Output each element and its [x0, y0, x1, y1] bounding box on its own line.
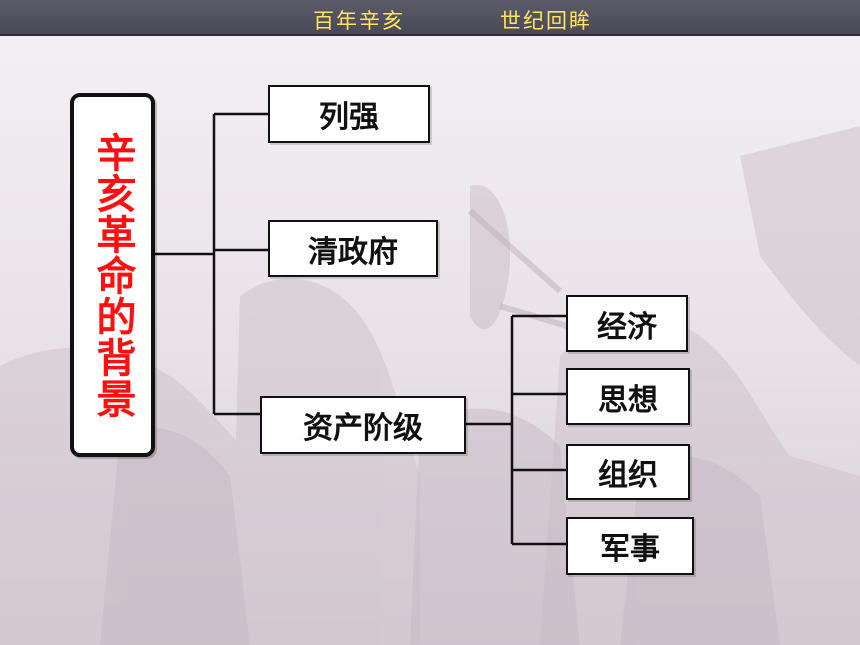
node-junshi: 军事 [566, 517, 694, 575]
node-zichanjieji-label: 资产阶级 [303, 411, 423, 446]
node-jingji: 经济 [566, 295, 688, 352]
node-qingzhengfu: 清政府 [268, 220, 438, 277]
header-title-right: 世纪回眸 [500, 9, 592, 33]
node-jingji-label: 经济 [597, 309, 657, 345]
node-lieqiang: 列强 [268, 85, 430, 143]
node-qingzhengfu-label: 清政府 [308, 234, 398, 270]
header-title-left: 百年辛亥 [313, 9, 405, 33]
node-zuzhi-label: 组织 [598, 458, 658, 493]
node-sixiang: 思想 [566, 368, 690, 425]
root-node-label: 辛亥革命的背景 [89, 131, 136, 419]
root-node: 辛亥革命的背景 [70, 93, 155, 457]
node-zichanjieji: 资产阶级 [260, 396, 466, 454]
node-junshi-label: 军事 [600, 532, 660, 567]
node-sixiang-label: 思想 [598, 382, 658, 418]
node-zuzhi: 组织 [566, 444, 690, 500]
header-bar: 百年辛亥 世纪回眸 [0, 0, 860, 36]
node-lieqiang-label: 列强 [319, 100, 379, 135]
